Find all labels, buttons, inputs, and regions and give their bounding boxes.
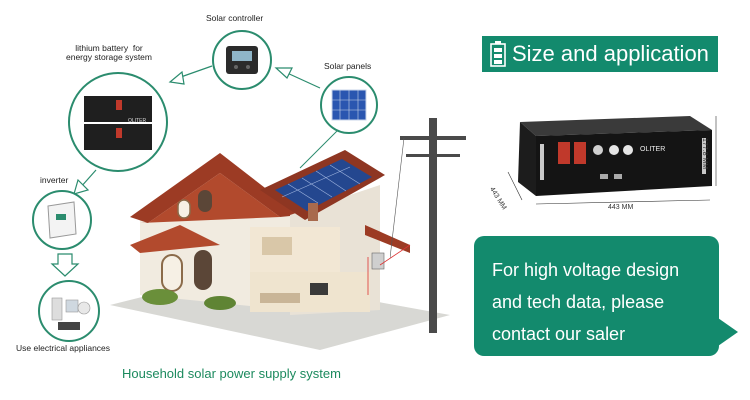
utility-pole (390, 118, 466, 333)
lithium-battery-label: lithium battery for energy storage syste… (66, 43, 152, 63)
contact-bubble: For high voltage design and tech data, p… (474, 236, 719, 356)
arrow-inverter-appliances (50, 253, 80, 277)
rack-battery-image (507, 116, 717, 205)
lithium-battery-node: OLITER (68, 72, 168, 172)
appliances-label: Use electrical appliances (16, 343, 111, 353)
arrow-controller-battery (177, 65, 213, 79)
arrow-head-2 (168, 70, 185, 85)
battery-icon (84, 96, 152, 150)
battery-brand-text: OLITER (128, 118, 147, 124)
house-illustration (110, 150, 450, 350)
bubble-line-1: For high voltage design (492, 260, 680, 280)
bubble-line-3: contact our saler (492, 324, 626, 344)
dim-width-label: 443 MM (608, 204, 634, 211)
solar-panel-icon (331, 89, 367, 121)
inverter-icon (47, 201, 77, 239)
arrow-panels-controller (284, 71, 321, 89)
bubble-tail (718, 318, 738, 346)
inverter-label: inverter (40, 175, 69, 185)
arrow-head-3 (73, 178, 90, 195)
connector-panels-roof (299, 125, 343, 169)
arrow-head-1 (274, 67, 293, 79)
size-application-header: Size and application (482, 36, 718, 72)
solar-panels-node (320, 76, 378, 134)
bubble-line-2: and tech data, please (492, 292, 665, 312)
product-brand-text: OLITER (640, 146, 666, 153)
solar-controller-icon (226, 46, 258, 74)
dim-height-label: 177.8 MM (701, 138, 708, 170)
system-caption: Household solar power supply system (122, 366, 341, 381)
solar-panels-label: Solar panels (324, 61, 372, 71)
solar-controller-node (212, 30, 272, 90)
battery-level-icon (490, 41, 506, 67)
solar-controller-label: Solar controller (206, 13, 264, 23)
header-title: Size and application (512, 41, 709, 66)
appliances-node (38, 280, 100, 342)
inverter-node (32, 190, 92, 250)
appliances-icon (51, 297, 91, 330)
